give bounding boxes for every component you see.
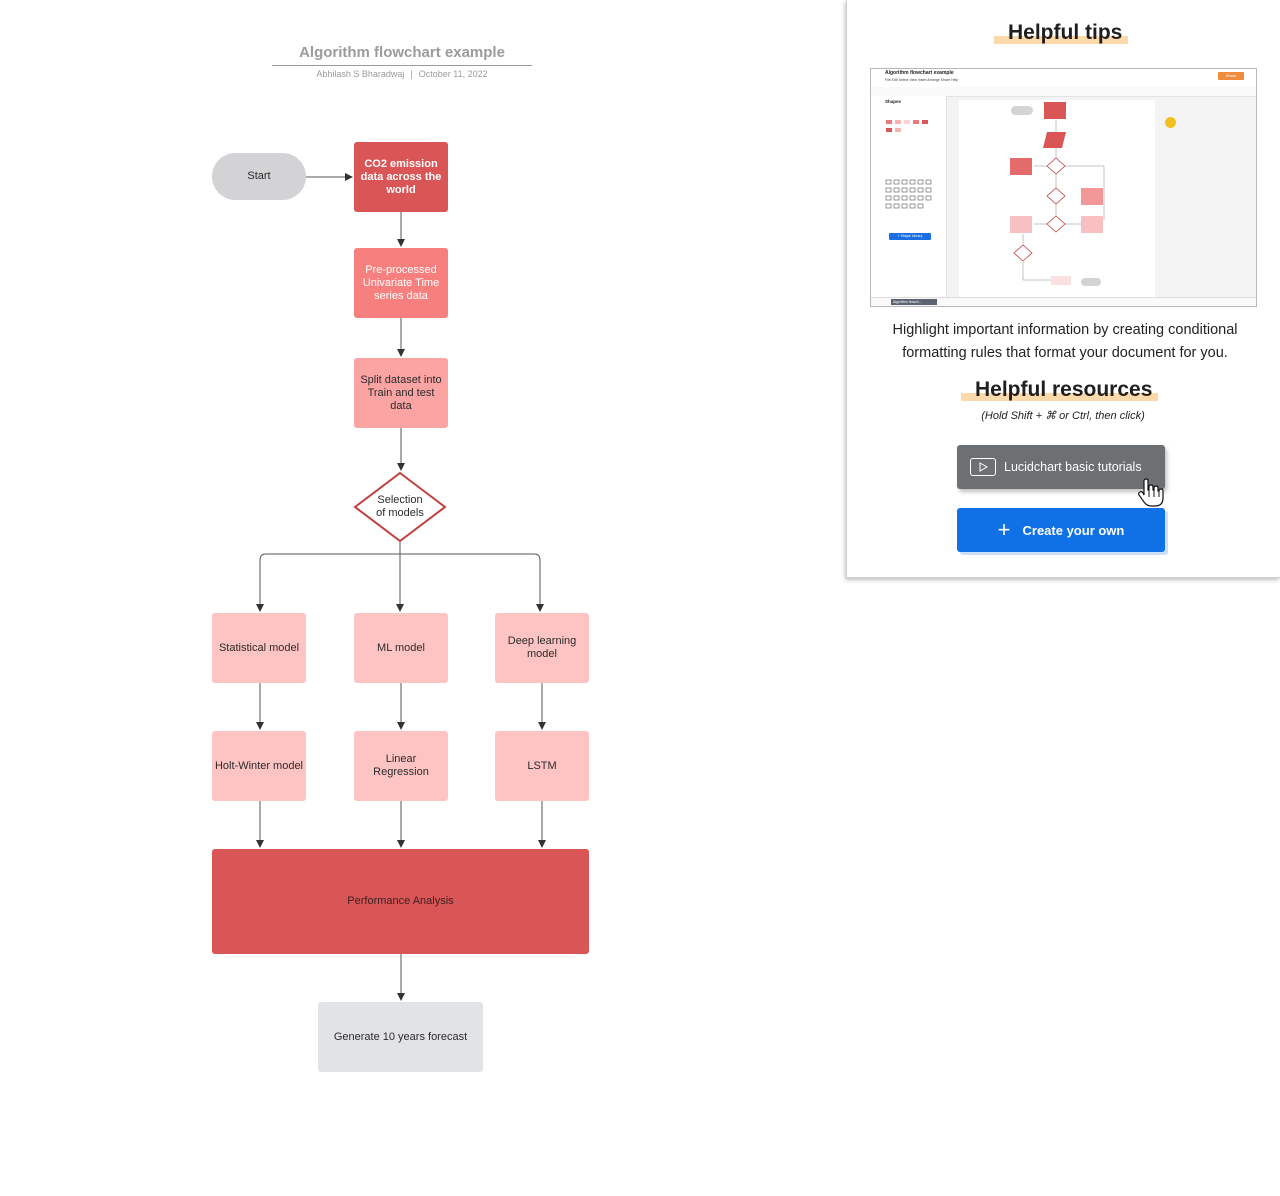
byline-separator: | <box>410 69 413 79</box>
forecast-node[interactable]: Generate 10 years forecast <box>318 1002 483 1072</box>
deep-learning-model-node[interactable]: Deep learning model <box>495 613 589 683</box>
flowchart-connectors <box>256 173 546 1001</box>
ml-model-node[interactable]: ML model <box>354 613 448 683</box>
tutorials-button-label: Lucidchart basic tutorials <box>1004 460 1142 474</box>
preview-menu: File Edit Select View Insert Arrange Sha… <box>885 78 959 82</box>
preprocessed-data-node[interactable]: Pre-processed Univariate Time series dat… <box>354 248 448 318</box>
preview-title: Algorithm flowchart example <box>885 70 954 76</box>
lstm-node[interactable]: LSTM <box>495 731 589 801</box>
linear-regression-node[interactable]: Linear Regression <box>354 731 448 801</box>
preview-footer: Algorithm flowch... <box>871 297 1256 306</box>
preview-toolbar <box>871 87 1256 97</box>
helpful-resources-heading: Helpful resources <box>961 378 1159 402</box>
start-node[interactable]: Start <box>212 153 306 200</box>
statistical-model-node[interactable]: Statistical model <box>212 613 306 683</box>
resources-click-hint: (Hold Shift + ⌘ or Ctrl, then click) <box>981 410 1145 422</box>
co2-data-node[interactable]: CO2 emission data across the world <box>354 142 448 212</box>
preview-shape-library <box>885 120 932 209</box>
preview-canvas <box>959 100 1155 298</box>
preview-shapes-title: Shapes <box>885 99 902 104</box>
preview-shape-library-button: + Shape Library <box>889 233 931 240</box>
preview-collaborator-cursor <box>1165 117 1176 128</box>
hand-pointer-icon <box>1138 478 1164 507</box>
heading-highlight <box>994 36 1129 44</box>
helpful-tips-heading: Helpful tips <box>994 21 1129 45</box>
plus-icon: + <box>997 517 1011 542</box>
selection-diamond-shape <box>353 471 447 543</box>
helpful-tips-text: Highlight important information by creat… <box>892 322 1238 361</box>
model-selection-decision[interactable]: Selection of models <box>376 494 424 519</box>
preview-shapes-sidebar: Shapes + Shape Library <box>871 96 947 299</box>
heading-highlight <box>961 393 1159 401</box>
holt-winter-node[interactable]: Holt-Winter model <box>212 731 306 801</box>
create-your-own-button[interactable]: + Create your own <box>957 508 1165 552</box>
play-icon <box>970 458 996 476</box>
document-date: October 11, 2022 <box>418 69 488 79</box>
author-name: Abhilash S Bharadwaj <box>316 69 405 79</box>
split-dataset-node[interactable]: Split dataset into Train and test data <box>354 358 448 428</box>
title-divider <box>272 65 532 66</box>
create-button-label: Create your own <box>1022 522 1125 538</box>
preview-page-tab: Algorithm flowch... <box>891 299 937 305</box>
preview-share-button: Share <box>1218 72 1244 80</box>
document-title: Algorithm flowchart example <box>299 44 505 61</box>
preview-header: Algorithm flowchart example File Edit Se… <box>871 69 1256 88</box>
document-byline: Abhilash S Bharadwaj | October 11, 2022 <box>272 69 532 79</box>
lucidchart-tutorials-button[interactable]: Lucidchart basic tutorials <box>957 445 1165 489</box>
preview-mini-flowchart <box>1010 102 1105 286</box>
lucidchart-preview-image: Algorithm flowchart example File Edit Se… <box>870 68 1257 307</box>
performance-analysis-node[interactable]: Performance Analysis <box>212 849 589 954</box>
